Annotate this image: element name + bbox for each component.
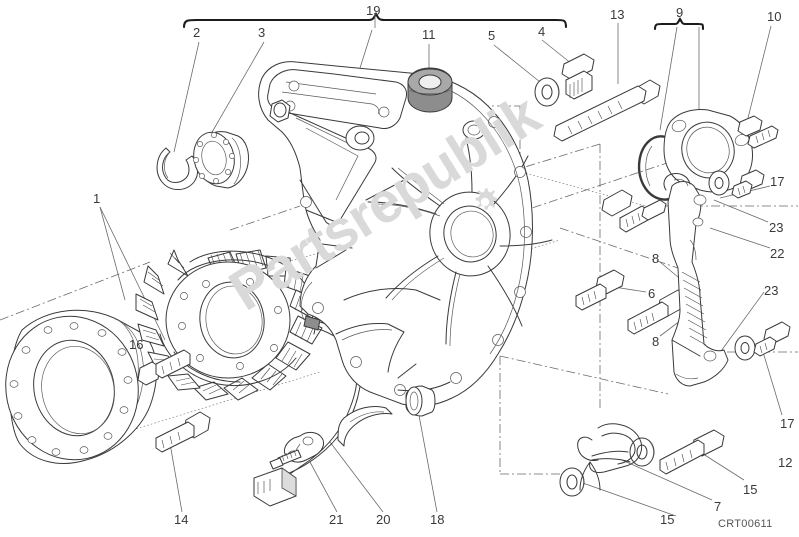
callout-6: 6	[648, 286, 656, 301]
bushing-11	[407, 67, 453, 113]
wiring-harness	[253, 311, 362, 507]
wire-clip-7	[577, 423, 642, 491]
callout-15-upper: 15	[743, 482, 758, 497]
callout-12: 12	[778, 455, 793, 470]
callout-1: 1	[93, 191, 101, 206]
screw-13	[553, 79, 661, 142]
screw-17-upper	[731, 169, 765, 199]
screw-12	[659, 429, 725, 475]
callout-10: 10	[767, 9, 782, 24]
screw-17-lower	[753, 321, 791, 357]
callout-23-upper: 23	[769, 220, 784, 235]
washer-23-lower	[734, 335, 756, 361]
chain-slider-lower	[337, 405, 393, 447]
callout-21: 21	[329, 512, 344, 527]
callout-5: 5	[488, 28, 496, 43]
callout-16: 16	[129, 337, 144, 352]
washer-15-lower	[559, 467, 585, 497]
screw-6	[575, 269, 625, 311]
callout-8-upper: 8	[652, 251, 660, 266]
callout-18: 18	[430, 512, 445, 527]
engine-cover-casting	[258, 61, 553, 407]
callout-23-lower: 23	[764, 283, 779, 298]
screw-14	[155, 411, 211, 453]
callout-11: 11	[422, 27, 436, 42]
screw-16	[137, 349, 191, 386]
callout-15-lower: 15	[660, 512, 675, 527]
dowel-bushing-18	[405, 385, 436, 417]
callout-22: 22	[770, 246, 785, 261]
callout-8-lower: 8	[652, 334, 660, 349]
stud-screw-8-upper	[601, 189, 667, 233]
arm-pivot-boss	[345, 125, 375, 151]
stator-winding	[135, 249, 323, 401]
callout-14: 14	[174, 512, 189, 527]
screw-21	[269, 449, 302, 470]
screw-10	[737, 115, 779, 149]
washer-15-upper	[629, 437, 655, 467]
wiring-connector	[253, 467, 297, 507]
callout-17-upper: 17	[770, 174, 785, 189]
washer-5	[534, 77, 560, 107]
chain-slider-22	[663, 173, 729, 387]
screw-4	[561, 53, 595, 100]
brace-9	[653, 17, 705, 31]
callout-19-top: 19	[366, 3, 381, 18]
cover-generator-bore	[367, 137, 553, 347]
callout-3: 3	[258, 25, 266, 40]
drawing-code: CRT00611	[718, 518, 773, 530]
ball-bearing-3	[193, 131, 249, 189]
brace-19	[182, 12, 568, 29]
snap-ring-2	[156, 147, 199, 190]
callout-9-top: 9	[676, 5, 684, 20]
washer-23-upper	[708, 170, 730, 196]
flywheel-rotor	[5, 309, 157, 464]
callout-7: 7	[714, 499, 722, 514]
callout-17-lower: 17	[780, 416, 795, 431]
callout-2: 2	[193, 25, 201, 40]
callout-4: 4	[538, 24, 546, 39]
callout-20: 20	[376, 512, 391, 527]
callout-13: 13	[610, 7, 625, 22]
